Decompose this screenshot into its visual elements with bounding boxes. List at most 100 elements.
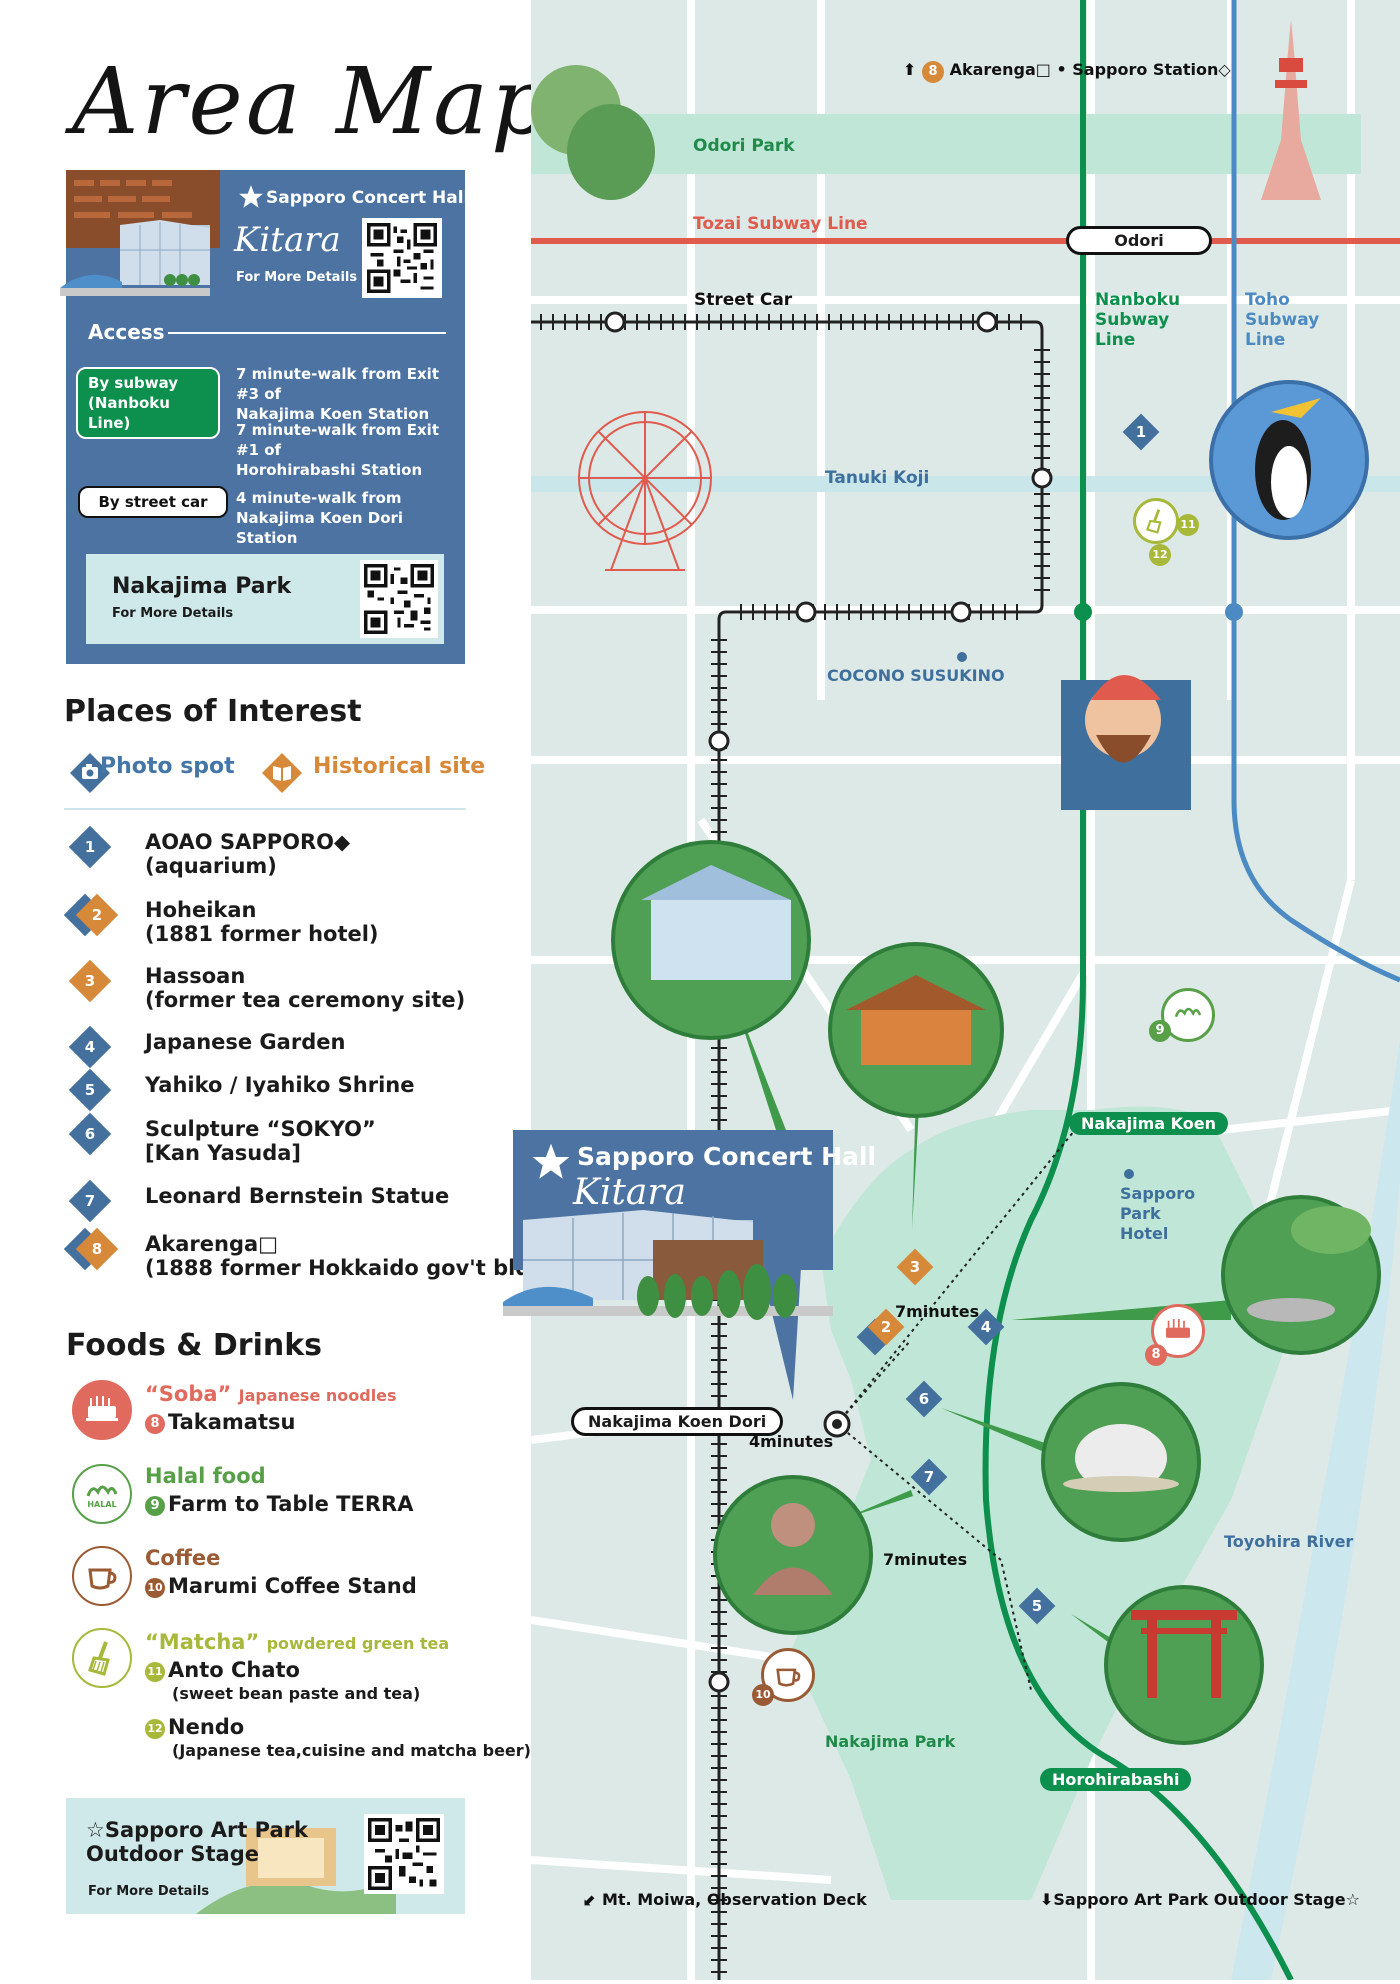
place-name: Japanese Garden	[145, 1030, 346, 1054]
coffee-category: Coffee	[145, 1546, 221, 1570]
map-kitara-logo: Kitara	[573, 1172, 687, 1213]
park-name: Nakajima Park	[112, 574, 292, 599]
nakajima-koen-station[interactable]: Nakajima Koen	[1069, 1112, 1228, 1135]
star-icon	[238, 184, 264, 210]
soba-category: “Soba” Japanese noodles	[145, 1382, 397, 1406]
map-marker-1[interactable]: 1	[1122, 413, 1160, 451]
halal-icon: HALAL	[72, 1464, 132, 1524]
place-number: 3	[84, 972, 96, 990]
star-icon	[531, 1142, 571, 1182]
art-park-more-details: For More Details	[88, 1884, 210, 1899]
toho-line-label: Toho Subway Line	[1245, 290, 1320, 350]
map-marker-5[interactable]: 5	[1018, 1587, 1056, 1625]
map-marker-7[interactable]: 7	[910, 1458, 948, 1496]
park-more-details: For More Details	[112, 606, 234, 621]
tv-tower-illustration	[1261, 20, 1321, 200]
legend-divider	[64, 808, 466, 810]
place-number: 7	[84, 1192, 96, 1210]
soba-icon	[72, 1380, 132, 1440]
place-name: Yahiko / Iyahiko Shrine	[145, 1073, 415, 1097]
coffee-cup-icon	[72, 1546, 132, 1606]
sokyo-sculpture-illustration	[941, 1382, 1201, 1542]
place-name: Akarenga□(1888 former Hokkaido gov't bld…	[145, 1232, 555, 1280]
map-food-marker-8[interactable]: 8	[1145, 1344, 1167, 1366]
map-canvas	[530, 0, 1400, 1982]
map-soba-icon[interactable]	[1151, 1304, 1205, 1358]
sapporo-park-hotel-label: Sapporo Park Hotel	[1120, 1184, 1196, 1243]
street-car-label: Street Car	[694, 290, 793, 310]
map-food-marker-12[interactable]: 12	[1149, 544, 1171, 566]
penguin-illustration	[1209, 380, 1369, 540]
kitara-info-card: Sapporo Concert Hall Kitara For More Det…	[60, 170, 469, 664]
matcha-whisk-icon	[72, 1628, 132, 1688]
horohirabashi-station[interactable]: Horohirabashi	[1040, 1768, 1192, 1791]
access-divider	[168, 332, 446, 334]
map-halal-icon[interactable]	[1161, 988, 1215, 1042]
map-marker-2[interactable]: 2	[867, 1308, 905, 1346]
place-name: Hassoan(former tea ceremony site)	[145, 964, 466, 1012]
place-name: AOAO SAPPORO◆(aquarium)	[145, 830, 351, 878]
place-number: 2	[91, 906, 103, 924]
historical-site-legend-label: Historical site	[313, 754, 486, 779]
access-heading: Access	[88, 320, 165, 344]
beer-man-illustration	[1061, 675, 1191, 810]
foods-drinks-heading: Foods & Drinks	[66, 1328, 323, 1363]
concert-hall-illustration	[60, 170, 220, 296]
hassoan-illustration	[828, 942, 1004, 1230]
card-hall-name: Sapporo Concert Hall	[266, 188, 470, 208]
card-kitara-logo: Kitara	[234, 220, 341, 260]
matcha-shop-2-note: (Japanese tea,cuisine and matcha beer)	[172, 1741, 531, 1760]
by-subway-badge: By subway (Nanboku Line)	[76, 367, 220, 439]
photo-spot-legend-label: Photo spot	[100, 754, 235, 779]
top-link-akarenga[interactable]: ⬆ 8 Akarenga□ • Sapporo Station◇	[903, 60, 1231, 83]
art-park-qr-code[interactable]	[364, 1814, 444, 1894]
park-qr-code[interactable]	[360, 560, 438, 638]
card-more-details: For More Details	[236, 270, 358, 285]
map-food-marker-9[interactable]: 9	[1149, 1020, 1171, 1042]
nanboku-line-label: Nanboku Subway Line	[1095, 290, 1181, 350]
odori-station[interactable]: Odori	[1066, 226, 1212, 255]
place-name: Leonard Bernstein Statue	[145, 1184, 450, 1208]
place-number: 8	[91, 1240, 103, 1258]
walk-time-4min: 4minutes	[749, 1432, 834, 1451]
by-street-car-badge: By street car	[78, 486, 228, 518]
map-concert-hall-card[interactable]: Sapporo Concert Hall Kitara	[503, 1130, 876, 1320]
map-coffee-icon[interactable]	[761, 1648, 815, 1702]
tozai-line-label: Tozai Subway Line	[693, 214, 868, 234]
art-park-link[interactable]: ⬇Sapporo Art Park Outdoor Stage☆	[1040, 1890, 1360, 1909]
nakajima-park-label: Nakajima Park	[825, 1732, 956, 1751]
outdoor-stage-illustration	[196, 1828, 396, 1914]
walk-time-7min-a: 7minutes	[895, 1302, 980, 1321]
map-marker-6[interactable]: 6	[905, 1380, 943, 1418]
map-food-marker-10[interactable]: 10	[752, 1684, 774, 1706]
shrine-illustration	[1071, 1585, 1264, 1745]
map-food-marker-11[interactable]: 11	[1177, 514, 1199, 536]
map-hall-name: Sapporo Concert Hall	[577, 1142, 877, 1171]
place-name: Hoheikan(1881 former hotel)	[145, 898, 379, 946]
cocono-susukino-label: COCONO SUSUKINO	[827, 666, 1005, 685]
mt-moiwa-link[interactable]: ⬋ Mt. Moiwa, Observation Deck	[583, 1890, 867, 1909]
kitara-qr-code[interactable]	[362, 218, 442, 298]
trees-illustration	[531, 65, 655, 200]
place-number: 1	[84, 838, 96, 856]
historical-site-legend-icon	[262, 753, 302, 793]
map-matcha-icon[interactable]	[1133, 498, 1179, 544]
area-map[interactable]: ⬆ 8 Akarenga□ • Sapporo Station◇ Odori P…	[503, 0, 1400, 1982]
place-number: 5	[84, 1081, 96, 1099]
matcha-shop-1-note: (sweet bean paste and tea)	[172, 1684, 421, 1703]
bernstein-statue-illustration	[713, 1475, 913, 1635]
nakajima-koen-dori-stop[interactable]: Nakajima Koen Dori	[571, 1407, 784, 1436]
map-marker-4[interactable]: 4	[967, 1308, 1005, 1346]
map-marker-3[interactable]: 3	[896, 1248, 934, 1286]
places-of-interest-heading: Places of Interest	[64, 694, 362, 729]
odori-park-label: Odori Park	[693, 136, 795, 156]
